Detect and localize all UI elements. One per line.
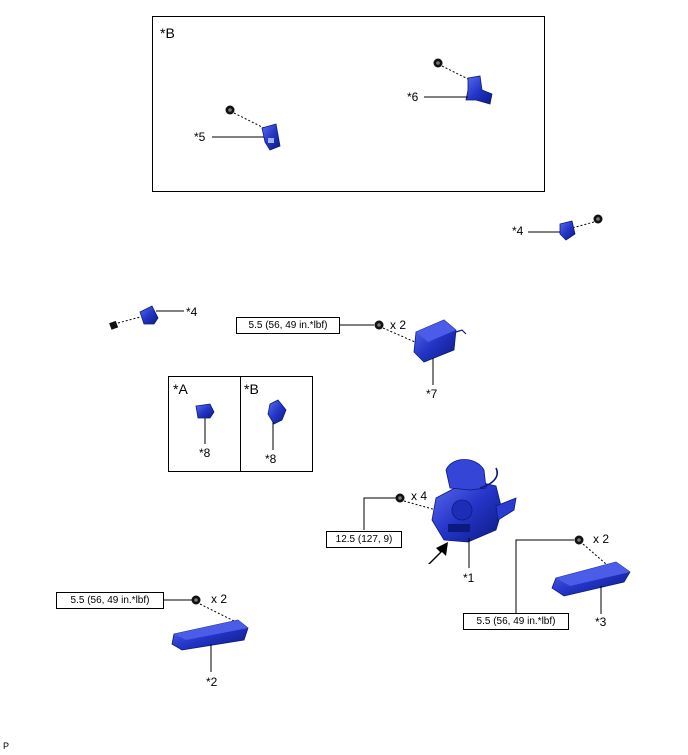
quantity-1: x 4 [411,489,428,503]
bolt-6 [433,58,443,68]
bracket-6 [465,75,493,105]
callout-3: *3 [595,615,607,629]
guide-1 [403,500,437,511]
bolt-4-top [593,214,603,224]
callout-5: *5 [194,130,206,144]
torque-box-3: 5.5 (56, 49 in.*lbf) [463,613,569,630]
bracket-3 [551,561,631,597]
callout-1: *1 [463,571,475,585]
bracket-4-left [139,305,159,325]
bolt-3 [574,535,584,545]
callout-4-top: *4 [512,224,524,238]
callout-6: *6 [407,90,419,104]
callout-2: *2 [206,675,218,689]
sensor-8-a [195,403,215,419]
bracket-4-top [559,220,576,241]
bolt-7 [374,320,384,330]
guide-6 [441,65,471,81]
guide-4-top [571,221,595,229]
leader-torque-3 [515,539,574,614]
torque-box-2: 5.5 (56, 49 in.*lbf) [56,592,164,609]
view-b-frame [152,16,545,192]
sensor-8-b [267,399,287,425]
view-label-b: *B [160,25,175,41]
quantity-7: x 2 [390,318,407,332]
quantity-3: x 2 [593,532,610,546]
footer-code: P [3,741,10,751]
guide-2 [199,603,237,623]
module-7 [413,319,467,363]
guide-4-left [117,316,141,324]
callout-8-a: *8 [199,446,211,460]
bolt-1 [395,493,405,503]
callout-7: *7 [426,387,438,401]
leader-torque-1 [363,497,396,530]
bracket-2 [171,619,249,651]
inset-label-a: *A [173,381,188,397]
torque-box-7: 5.5 (56, 49 in.*lbf) [236,317,340,334]
quantity-2: x 2 [211,592,228,606]
callout-8-b: *8 [265,452,277,466]
assembly-1 [431,459,517,543]
inset-label-b: *B [244,381,259,397]
guide-7 [382,327,416,343]
bolt-2 [191,595,201,605]
bolt-5 [225,105,235,115]
bolt-4-left [109,320,119,330]
direction-arrow-icon [428,542,448,564]
torque-box-1: 12.5 (127, 9) [326,531,402,548]
guide-5 [233,112,265,129]
callout-4-left: *4 [186,305,198,319]
inset-divider [240,376,241,472]
bracket-5 [261,123,281,151]
guide-3 [582,543,607,565]
